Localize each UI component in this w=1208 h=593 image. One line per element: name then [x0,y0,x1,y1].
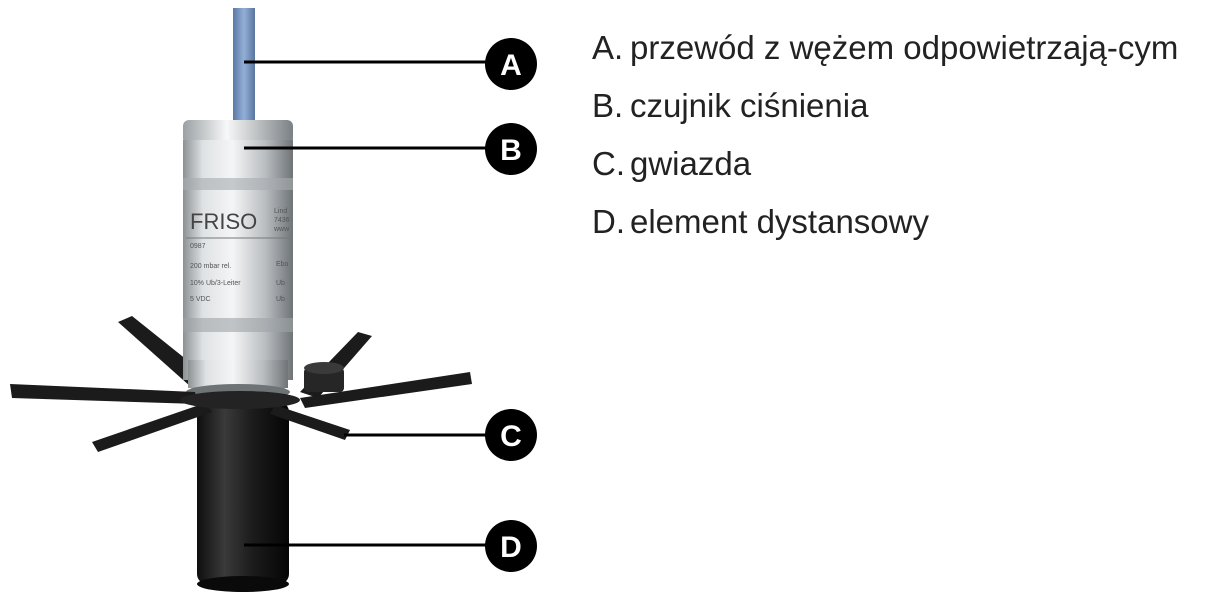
callout-b: B [485,123,537,175]
label-code: 7436 [274,217,290,224]
pressure-sensor: FRISO 0987 Lind 7436 www 200 mbar rel. 1… [183,120,293,400]
label-spec-side1: Ebo [276,261,289,268]
legend-letter: D. [592,203,625,240]
label-spec-out: 10% Ub/3-Leiter [190,280,241,287]
label-spec-side3: Ub [276,296,285,303]
legend-letter: B. [592,87,624,124]
legend-letter: A. [592,29,624,66]
label-maker: Lind [274,208,287,215]
callout-b-letter: B [500,134,522,167]
callout-a-letter: A [500,49,522,82]
spacer-element [197,402,289,592]
legend-text: element dystansowy [630,203,929,240]
callout-a: A [485,38,537,90]
label-brand: FRISO [190,209,257,234]
legend-list: A. przewód z wężem odpowietrzają-cym B. … [592,28,1192,260]
callout-c: C [485,409,537,461]
callout-c-letter: C [500,420,522,453]
legend-item-a: A. przewód z wężem odpowietrzają-cym [592,28,1192,68]
legend-item-b: B. czujnik ciśnienia [592,86,1192,126]
label-ref: 0987 [190,243,206,250]
legend-text: gwiazda [630,145,752,182]
label-spec-range: 200 mbar rel. [190,263,231,270]
star-fitting [304,362,344,392]
star-front-arms [10,384,350,452]
cable-hose [233,8,255,143]
callout-d: D [485,520,537,572]
label-spec-supply: 5 VDC [190,296,211,303]
legend-letter: C. [592,145,625,182]
label-spec-side2: Ub [276,280,285,287]
legend-text: przewód z wężem odpowietrzają-cym [630,29,1179,66]
label-web: www [273,226,290,233]
legend-item-c: C. gwiazda [592,144,1192,184]
leader-lines [244,60,487,547]
legend-item-d: D. element dystansowy [592,202,1192,242]
callout-d-letter: D [500,531,522,564]
legend-text: czujnik ciśnienia [630,87,869,124]
